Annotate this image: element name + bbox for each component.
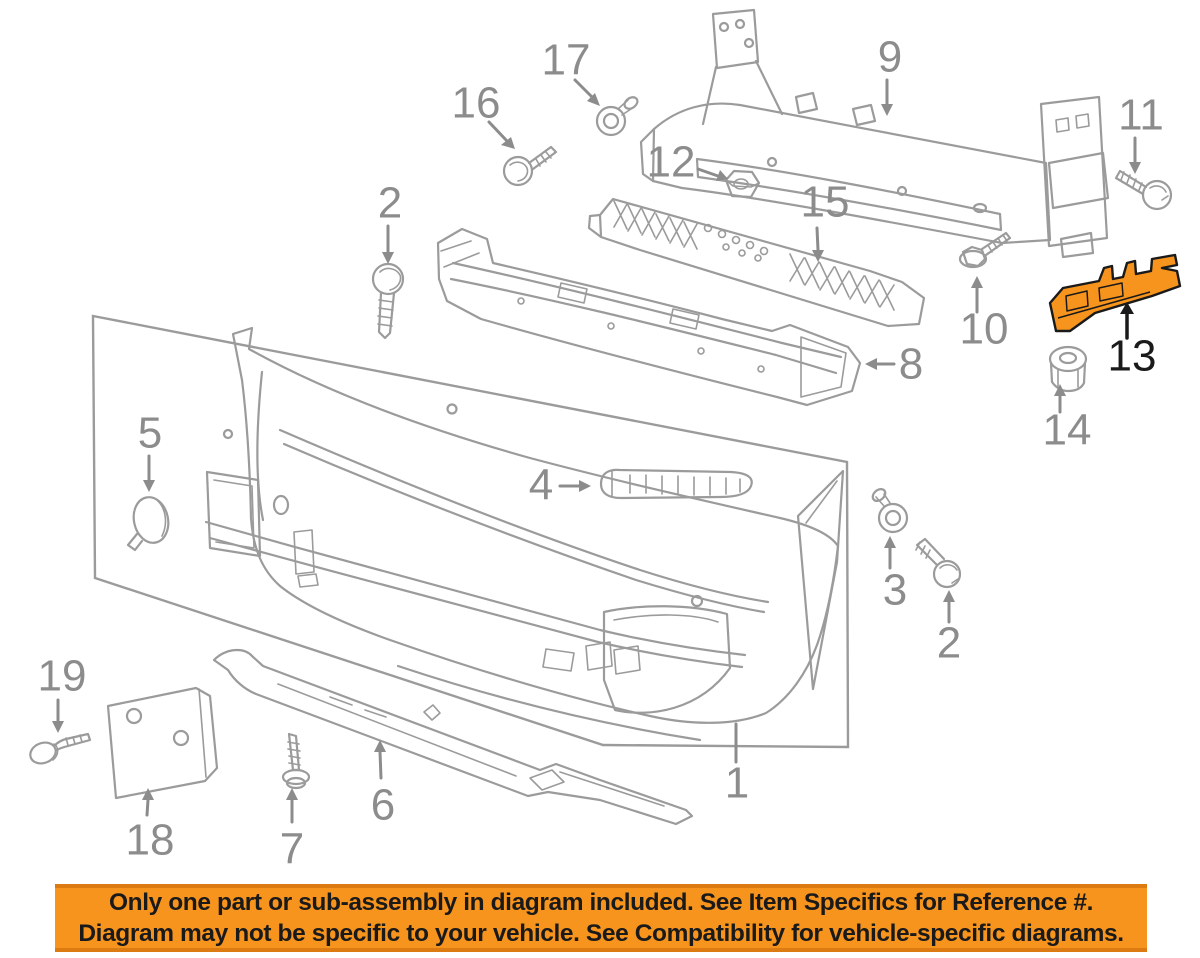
part-4-grille-molding-drawing: [599, 468, 753, 500]
callout-15: 15: [801, 178, 850, 262]
part-15-grille-reinforcement-drawing: [587, 197, 926, 328]
part-12-nut-drawing: [724, 169, 761, 199]
callout-5: 5: [138, 409, 162, 492]
callout-5-label: 5: [138, 409, 162, 458]
callout-12: 12: [647, 138, 728, 187]
callout-6: 6: [371, 740, 395, 830]
callout-7-label: 7: [280, 825, 304, 874]
part-7-screw-drawing: [281, 732, 311, 790]
callout-2-right: 2: [937, 590, 961, 668]
callout-8: 8: [865, 340, 923, 389]
callout-17-label: 17: [542, 36, 591, 85]
part-18-license-bracket-drawing: [106, 686, 219, 800]
callout-12-label: 12: [647, 138, 696, 187]
callout-16-label: 16: [452, 79, 501, 128]
callout-1: 1: [725, 722, 749, 808]
callout-6-label: 6: [371, 781, 395, 830]
callout-1-label: 1: [725, 759, 749, 808]
disclaimer-banner: Only one part or sub-assembly in diagram…: [55, 884, 1147, 952]
part-2-screw-right-drawing: [915, 537, 962, 589]
part-2-screw-left-drawing: [371, 262, 405, 340]
callout-2-left: 2: [378, 179, 402, 264]
callout-2-left-label: 2: [378, 179, 402, 228]
callout-7: 7: [280, 788, 304, 874]
part-8-energy-absorber-drawing: [436, 227, 862, 407]
callout-11: 11: [1118, 91, 1164, 174]
callout-11-label: 11: [1118, 91, 1164, 140]
callout-13-label: 13: [1108, 332, 1157, 381]
callout-15-label: 15: [801, 178, 850, 227]
callout-3: 3: [883, 536, 907, 615]
callout-10: 10: [960, 276, 1009, 354]
part-10-screw-drawing: [958, 231, 1012, 269]
callout-9: 9: [878, 33, 902, 116]
part-17-grommet-drawing: [595, 96, 639, 137]
part-1-bumper-cover-drawing: [204, 326, 845, 742]
callout-2-right-label: 2: [937, 619, 961, 668]
callout-18: 18: [126, 788, 175, 865]
part-14-nut-drawing: [1048, 345, 1088, 393]
part-13-bracket-highlighted-drawing: [1048, 253, 1182, 333]
callout-17: 17: [542, 36, 600, 106]
part-16-screw-drawing: [502, 145, 558, 187]
part-5-tow-hook-cover-drawing: [126, 496, 170, 552]
callout-14: 14: [1043, 384, 1092, 455]
callout-14-label: 14: [1043, 406, 1092, 455]
item-box-outline: [91, 314, 850, 749]
disclaimer-line-2: Diagram may not be specific to your vehi…: [78, 920, 1124, 947]
callout-19-label: 19: [38, 652, 87, 701]
part-3-grommet-drawing: [871, 487, 909, 534]
disclaimer-line-1: Only one part or sub-assembly in diagram…: [108, 889, 1094, 916]
callout-16: 16: [452, 79, 515, 149]
callout-10-label: 10: [960, 305, 1009, 354]
callout-19: 19: [38, 652, 87, 733]
callout-9-label: 9: [878, 33, 902, 82]
callout-8-label: 8: [899, 340, 923, 389]
part-11-screw-drawing: [1114, 169, 1173, 211]
part-6-lower-deflector-drawing: [212, 649, 694, 826]
part-9-impact-bar-drawing: [639, 8, 1110, 259]
callout-18-label: 18: [126, 816, 175, 865]
callout-4-label: 4: [529, 461, 553, 510]
callout-13-highlighted: 13: [1108, 302, 1157, 381]
part-19-push-clip-drawing: [29, 732, 92, 765]
callout-3-label: 3: [883, 566, 907, 615]
callout-4: 4: [529, 461, 591, 510]
